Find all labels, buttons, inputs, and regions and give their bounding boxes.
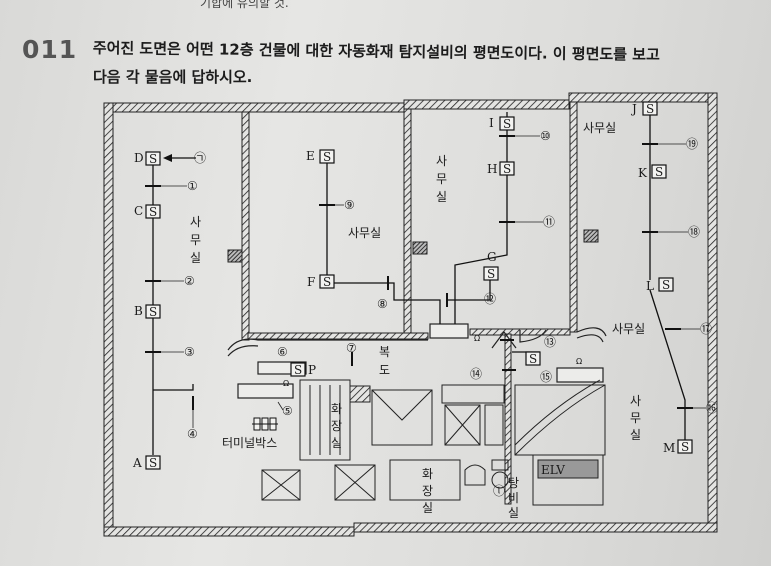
svg-text:사: 사 <box>630 394 641 408</box>
svg-text:⑱: ⑱ <box>688 225 700 239</box>
svg-text:L: L <box>646 279 654 293</box>
svg-text:⑩: ⑩ <box>540 129 551 143</box>
svg-text:S: S <box>503 117 511 131</box>
wire-ticks <box>145 135 693 410</box>
svg-text:⑥: ⑥ <box>277 345 288 359</box>
svg-text:사: 사 <box>190 215 201 229</box>
svg-text:무: 무 <box>436 172 447 186</box>
svg-text:Ω: Ω <box>283 379 289 388</box>
svg-text:S: S <box>294 363 302 377</box>
terminal-box-symbol <box>252 417 278 431</box>
svg-text:②: ② <box>184 274 195 288</box>
svg-text:㉠: ㉠ <box>194 151 206 165</box>
svg-text:⑮: ⑮ <box>540 370 552 384</box>
end-marks: Ω Ω Ω <box>283 334 582 388</box>
svg-text:터미널박스: 터미널박스 <box>222 436 277 450</box>
svg-text:실: 실 <box>630 428 641 442</box>
svg-text:S: S <box>503 162 511 176</box>
svg-text:실: 실 <box>422 501 433 515</box>
svg-text:I: I <box>489 116 494 130</box>
svg-text:C: C <box>134 204 143 218</box>
svg-text:S: S <box>529 352 537 366</box>
svg-text:M: M <box>663 441 675 455</box>
question-text-line2: 다음 각 물음에 답하시오. <box>93 68 253 86</box>
svg-text:S: S <box>662 278 670 292</box>
svg-text:⑫: ⑫ <box>484 292 496 306</box>
svg-text:S: S <box>323 275 331 289</box>
svg-text:장: 장 <box>331 419 342 433</box>
svg-text:비: 비 <box>508 491 519 505</box>
svg-text:S: S <box>323 150 331 164</box>
outer-walls <box>103 92 718 537</box>
arrow-to-D <box>163 154 196 162</box>
svg-text:E: E <box>306 149 315 163</box>
svg-text:사: 사 <box>436 154 447 168</box>
core-area <box>261 379 606 506</box>
question-number: 011 <box>22 35 78 64</box>
detector-boxes <box>145 101 693 470</box>
svg-text:P: P <box>308 363 316 377</box>
shafts <box>227 229 599 263</box>
svg-text:화: 화 <box>422 467 433 481</box>
svg-text:⑰: ⑰ <box>700 322 712 336</box>
svg-text:S: S <box>681 440 689 454</box>
svg-text:⑬: ⑬ <box>544 335 556 349</box>
svg-text:복: 복 <box>379 345 390 359</box>
svg-text:⑪: ⑪ <box>543 215 555 229</box>
svg-text:①: ① <box>187 179 198 193</box>
svg-text:Ω: Ω <box>474 334 480 343</box>
svg-text:⑭: ⑭ <box>470 367 482 381</box>
svg-text:탕: 탕 <box>508 476 519 490</box>
svg-text:실: 실 <box>331 436 342 450</box>
svg-text:사무실: 사무실 <box>612 322 645 336</box>
svg-text:무: 무 <box>630 411 641 425</box>
svg-text:도: 도 <box>379 363 390 377</box>
circled-numbers: ㉠ ① ② ③ ④ ⑤ ⑥ ⑦ ⑧ ⑨ ⑩ ⑪ ⑫ ⑬ ⑭ ⑮ ⑯ ⑰ ⑱ ⑲ … <box>184 129 718 498</box>
svg-text:화: 화 <box>331 402 342 416</box>
svg-text:실: 실 <box>508 506 519 520</box>
svg-text:K: K <box>638 166 648 180</box>
svg-text:⑲: ⑲ <box>686 137 698 151</box>
svg-text:S: S <box>487 267 495 281</box>
svg-text:S: S <box>655 165 663 179</box>
room-labels: 사 무 실 사무실 사 무 실 사무실 사무실 사 무 실 복 도 화 장 실 … <box>190 121 645 520</box>
svg-text:B: B <box>134 304 143 318</box>
svg-text:S: S <box>149 205 157 219</box>
svg-text:사무실: 사무실 <box>348 226 381 240</box>
svg-text:F: F <box>307 275 315 289</box>
svg-text:H: H <box>487 162 497 176</box>
cut-off-text: 기합에 유의할 것. <box>200 0 289 10</box>
detector-letters: D C B A E F I H G J K L M P <box>132 102 675 470</box>
svg-text:ELV: ELV <box>541 463 565 477</box>
svg-text:A: A <box>132 456 142 470</box>
svg-text:D: D <box>134 151 144 165</box>
svg-text:⑯: ⑯ <box>706 401 718 415</box>
svg-text:S: S <box>149 152 157 166</box>
svg-text:실: 실 <box>190 251 201 265</box>
svg-text:J: J <box>630 102 637 116</box>
svg-text:장: 장 <box>422 484 433 498</box>
svg-text:S: S <box>646 102 654 116</box>
svg-text:무: 무 <box>190 233 201 247</box>
svg-text:④: ④ <box>187 427 198 441</box>
svg-text:⑧: ⑧ <box>377 297 388 311</box>
svg-text:⑤: ⑤ <box>282 404 293 418</box>
svg-text:S: S <box>149 305 157 319</box>
detector-s-labels: S S S S S S S S S S S S S S S <box>149 102 689 470</box>
svg-text:ⓛ: ⓛ <box>493 484 505 498</box>
leaders <box>161 135 706 428</box>
svg-text:Ω: Ω <box>576 357 582 366</box>
svg-text:S: S <box>149 456 157 470</box>
svg-text:실: 실 <box>436 190 447 204</box>
svg-text:G: G <box>487 250 497 264</box>
svg-text:⑦: ⑦ <box>346 341 357 355</box>
svg-text:⑨: ⑨ <box>344 198 355 212</box>
svg-text:사무실: 사무실 <box>583 121 616 135</box>
corridor-walls <box>227 323 607 399</box>
svg-text:③: ③ <box>184 345 195 359</box>
